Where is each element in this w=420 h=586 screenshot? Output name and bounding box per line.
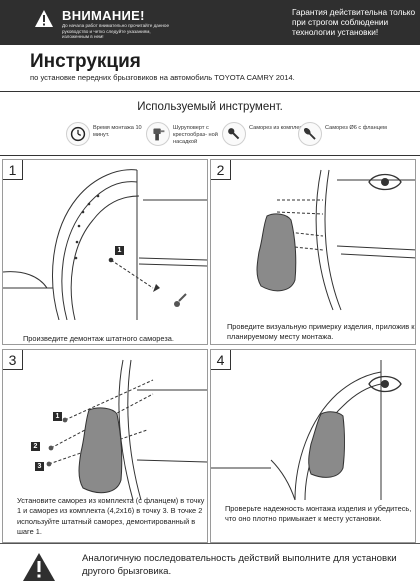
header-bar: ВНИМАНИЕ! До начала работ внимательно пр…: [0, 0, 420, 45]
tool-label: Время монтажа 10 минут.: [93, 125, 142, 138]
step-number: 3: [3, 350, 23, 370]
divider: [0, 155, 420, 156]
warning-icon: [23, 553, 55, 581]
step-caption: Проверьте надежность монтажа изделия и у…: [225, 504, 412, 524]
step-number: 2: [211, 160, 231, 180]
tools-heading: Используемый инструмент.: [137, 101, 283, 113]
marker-label: 2: [33, 443, 38, 450]
clock-icon: [66, 122, 90, 146]
eye-icon: [368, 173, 402, 191]
screwdriver-icon: [146, 122, 170, 146]
page-title: Инструкция: [30, 51, 141, 72]
step-number: 4: [211, 350, 231, 370]
mudflap-shape: [308, 411, 345, 478]
step-panel-2: 2 Проведите визуальную примерку изделия,…: [210, 159, 416, 345]
step-2-illustration: [256, 169, 415, 311]
page-subtitle: по установке передних брызговиков на авт…: [30, 73, 295, 82]
step-panel-4: 4 Проверьте надежность монтажа изделия и…: [210, 349, 416, 543]
footer-text: Аналогичную последовательность действий …: [82, 553, 397, 577]
footer-note: Аналогичную последовательность действий …: [0, 543, 420, 586]
step-panel-3: 1 2 3 3 Установите саморез из комплекта …: [2, 349, 208, 543]
tool-label: Шуруповерт с крестообраз- ной насадкой: [173, 125, 218, 145]
marker-label: 3: [37, 463, 42, 470]
step-caption: Проведите визуальную примерку изделия, п…: [227, 322, 415, 342]
marker-label: 1: [117, 247, 122, 254]
warning-subtext: До начала работ внимательно прочитайте д…: [62, 23, 170, 40]
mudflap-shape: [256, 213, 297, 292]
warning-title: ВНИМАНИЕ!: [62, 8, 145, 23]
screw-icon: [174, 293, 187, 307]
screw-icon: [222, 122, 246, 146]
divider: [0, 91, 420, 92]
marker-label: 1: [55, 413, 60, 420]
step-caption: Произведите демонтаж штатного самореза.: [23, 334, 174, 343]
guarantee-note: Гарантия действительна только при строго…: [292, 7, 416, 37]
mudflap-shape: [78, 407, 123, 494]
step-panel-1: 1 1 Произведите демонтаж штатного саморе…: [2, 159, 208, 345]
step-4-illustration: [211, 360, 402, 501]
warning-icon: [35, 10, 53, 27]
step-number: 1: [3, 160, 23, 180]
step-3-illustration: [31, 359, 207, 501]
eye-icon: [368, 375, 402, 393]
tool-label: Саморез Ø6 с фланцем: [325, 125, 387, 131]
tool-label: Саморез из комплекта.: [249, 125, 310, 131]
step-caption: Установите саморез из комплекта (с фланц…: [17, 496, 205, 537]
step-1-illustration: [3, 169, 207, 320]
flange-screw-icon: [298, 122, 322, 146]
